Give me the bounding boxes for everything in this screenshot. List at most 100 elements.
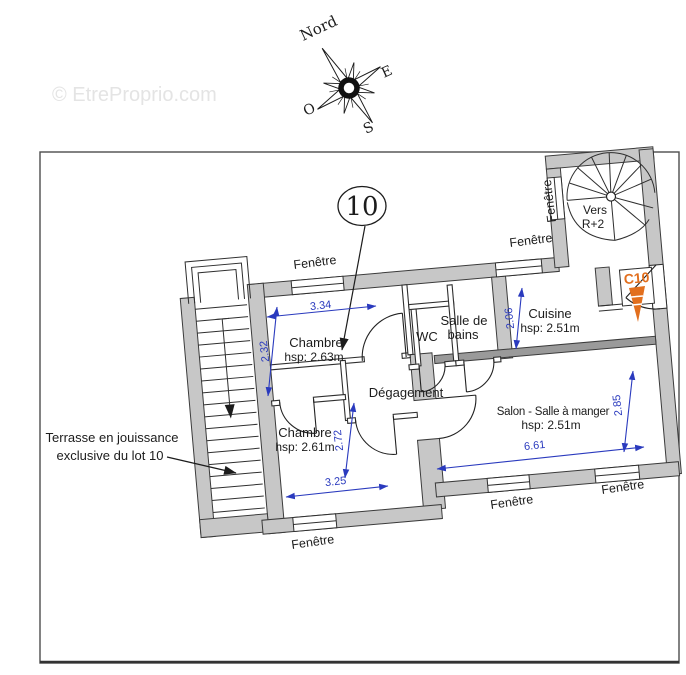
spiral-shaft-curve (566, 202, 650, 241)
partition-chambre-bottom-top-right (312, 393, 347, 403)
dim-line-cuisine-depth (513, 287, 525, 350)
entry-callout: C10 (623, 269, 650, 322)
partition-sdb-bottom-left (455, 359, 465, 367)
dim-line-salon-width (436, 444, 645, 472)
dim-chambre-bottom-width: 3.25 (324, 475, 347, 489)
spiral-newel-icon (605, 191, 617, 202)
dim-salon-width: 6.61 (523, 439, 546, 453)
wall-apartment-left (246, 282, 286, 535)
compass-east-point-icon (351, 66, 381, 88)
entry-threshold-line-1 (598, 303, 623, 307)
doors (279, 264, 661, 455)
fenetre-label-chambre-top: Fenêtre (293, 253, 338, 272)
room-labels: Chambre hsp: 2.63m WC Salle de bains Cui… (275, 203, 610, 454)
entry-badge-c10: C10 (623, 269, 650, 287)
window-labels: Fenêtre Fenêtre Fenêtre Fenêtre Fenêtre … (290, 179, 645, 552)
spiral-fan-lines (567, 152, 654, 241)
door-chambre-bottom-left (279, 399, 318, 434)
dim-line-salon-depth (621, 370, 636, 453)
partition-chambre-bottom-top-left (270, 399, 281, 407)
terrace-note-line2: exclusive du lot 10 (57, 448, 164, 463)
door-chambre-bottom (354, 416, 398, 455)
room-hsp-salon: hsp: 2.51m (521, 418, 580, 432)
dim-salon-depth: 2.85 (611, 394, 625, 417)
wall-cuisine-right (594, 266, 613, 307)
fenetre-label-chambre-bottom: Fenêtre (290, 532, 335, 552)
fenetre-label-salon-left: Fenêtre (489, 492, 534, 512)
room-label-sdb-line2: bains (447, 327, 479, 342)
fenetre-label-salon-right: Fenêtre (600, 477, 645, 497)
wall-stair-enclosure-top (544, 146, 655, 170)
lot-number: 10 (345, 192, 378, 222)
terrace-note-line1: Terrasse en jouissance (46, 430, 179, 445)
dimensions: 3.34 2.32 2.06 2.85 6.61 3.25 2.72 (258, 287, 645, 500)
room-label-salon: Salon - Salle à manger (497, 406, 610, 418)
dim-chambre-bottom-depth: 2.72 (332, 429, 346, 452)
lot-number-bubble (337, 185, 387, 227)
staircase-spiral (566, 152, 656, 241)
building (179, 146, 682, 539)
door-chambre-top (361, 312, 407, 361)
partition-wc-bottom-right (444, 360, 457, 368)
door-salon (435, 394, 477, 440)
dim-chambre-top-depth: 2.32 (258, 340, 272, 363)
room-label-degagement: Dégagement (369, 385, 444, 400)
room-label-wc: WC (416, 329, 438, 344)
terrace-note: Terrasse en jouissance exclusive du lot … (46, 430, 237, 475)
stair-landing-outline (184, 256, 251, 304)
entry-arrow-stripe-1 (630, 295, 644, 298)
compass-rose: Nord E O S (297, 12, 395, 138)
room-hsp-chambre-bottom: hsp: 2.61m (275, 440, 334, 454)
partition-sdb-bottom-right (492, 356, 502, 364)
room-hsp-chambre-top: hsp: 2.63m (284, 350, 343, 364)
fenetre-label-cuisine: Fenêtre (509, 231, 554, 250)
terrace-arrow (166, 456, 237, 475)
dim-line-chambre-top-width (266, 303, 377, 320)
dim-line-chambre-top-depth (265, 306, 280, 397)
compass-label-west: O (301, 100, 318, 119)
dim-chambre-top-width: 3.34 (309, 299, 332, 313)
window-chambre-top-midline (291, 282, 344, 289)
windows (290, 176, 641, 533)
window-cuisine-midline (495, 265, 542, 271)
stair-arrow-line (221, 318, 231, 409)
compass-label-east: E (379, 63, 395, 82)
fenetre-label-stairwell: Fenêtre (540, 179, 559, 224)
dim-cuisine-depth: 2.06 (503, 307, 517, 330)
room-label-chambre-top: Chambre (289, 335, 342, 350)
partition-chambre-top-right (401, 284, 414, 356)
wall-bottom-chambre (261, 504, 443, 535)
window-salon-left-midline (487, 481, 530, 486)
room-label-cuisine: Cuisine (528, 306, 571, 321)
room-label-sdb-line1: Salle de (441, 313, 488, 328)
wall-salon-divider-lower (416, 437, 447, 511)
compass-label-south: S (361, 119, 376, 138)
partition-wc-top (408, 300, 455, 311)
partition-degagement-bottom-right (392, 411, 419, 420)
window-chambre-bottom-midline (293, 520, 337, 526)
entry-arrow-stripe-2 (631, 303, 643, 306)
lot-leader-arrow (339, 225, 366, 351)
door-salle-de-bains (463, 359, 495, 393)
wall-right (638, 148, 682, 476)
dim-line-chambre-bottom-width (285, 483, 389, 500)
room-hsp-cuisine: hsp: 2.51m (520, 321, 579, 335)
room-label-chambre-bottom: Chambre (278, 425, 331, 440)
entry-threshold-line-2 (598, 308, 623, 312)
spiral-outer-arc (566, 152, 656, 201)
compass-ring-icon (338, 77, 360, 99)
watermark: © EtreProprio.com (52, 84, 217, 106)
stairs-note-line2: R+2 (582, 217, 605, 231)
beam-salon-top (433, 335, 657, 365)
partition-wc-bottom-left (408, 363, 420, 371)
dim-line-chambre-bottom-depth (342, 402, 357, 479)
partition-degagement-left (339, 359, 352, 422)
staircase-left (184, 256, 265, 513)
stairs-note-line1: Vers (583, 203, 607, 217)
window-stairwell-midline (553, 177, 559, 220)
lot-callout: 10 (337, 185, 387, 351)
compass-label-north: Nord (297, 12, 340, 45)
stair-down-arrow-icon (224, 404, 235, 419)
